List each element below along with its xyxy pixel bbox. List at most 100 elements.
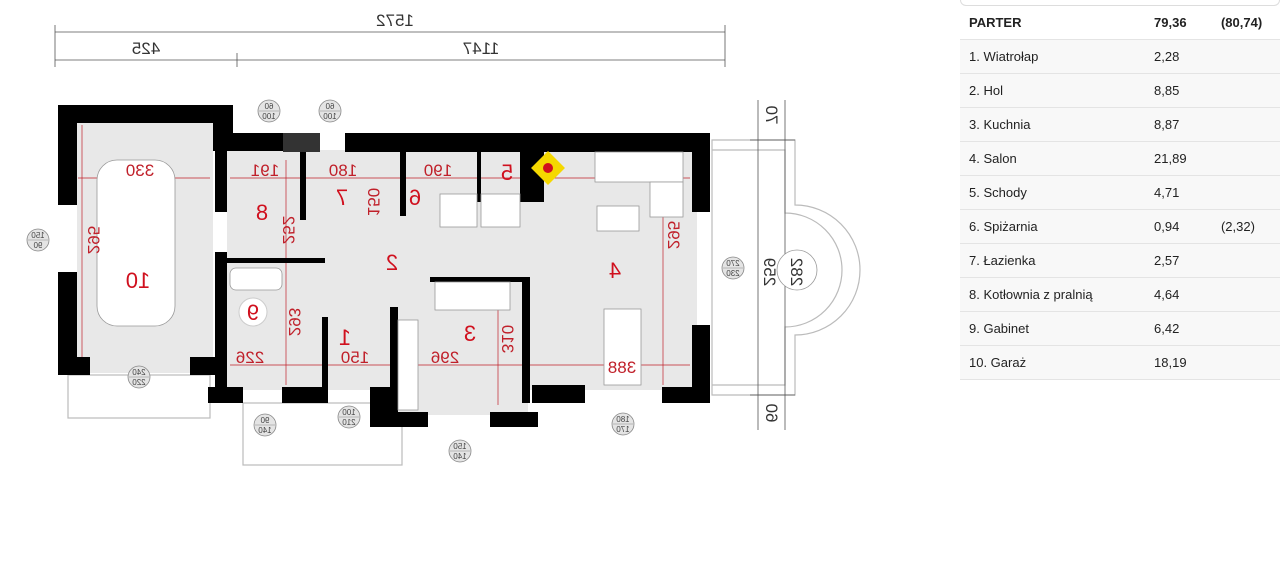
cell-name: 5. Schody bbox=[969, 185, 1027, 200]
dim-label: 295 bbox=[84, 226, 103, 254]
dim-label: 310 bbox=[498, 325, 517, 353]
cell-name: 10. Garaż bbox=[969, 355, 1027, 370]
cell-area: 8,85 bbox=[1154, 83, 1180, 98]
table-header: PARTER 79,36 (80,74) bbox=[960, 6, 1280, 40]
opening-bottom: 100 bbox=[262, 112, 276, 121]
dimension-labels: 1572 425 1147 330 295 191 180 190 150 25… bbox=[84, 11, 806, 422]
cell-area: 2,57 bbox=[1154, 253, 1180, 268]
table-row: 3. Kuchnia 8,87 bbox=[960, 108, 1280, 142]
dim-label: 150 bbox=[364, 188, 383, 216]
opening-bottom: 140 bbox=[453, 452, 467, 461]
cell-area: 2,28 bbox=[1154, 49, 1180, 64]
cell-name: 2. Hol bbox=[969, 83, 1003, 98]
cell-area2: (2,32) bbox=[1220, 219, 1255, 234]
table-row: 9. Gabinet 6,42 bbox=[960, 312, 1280, 346]
cell-name: 9. Gabinet bbox=[969, 321, 1029, 336]
floor-plan: 1572 425 1147 330 295 191 180 190 150 25… bbox=[26, 11, 861, 466]
header-area2: (80,74) bbox=[1220, 15, 1263, 30]
dim-label: 282 bbox=[787, 258, 806, 286]
round-table-icon bbox=[776, 249, 818, 291]
room-3: 3 bbox=[464, 321, 476, 346]
cell-name: 6. Spiżarnia bbox=[969, 219, 1038, 234]
table-row: 10. Garaż 18,19 bbox=[960, 346, 1280, 380]
room-4: 4 bbox=[609, 258, 621, 283]
cell-name: 7. Łazienka bbox=[969, 253, 1036, 268]
dim-label: 60 bbox=[762, 404, 781, 423]
fireplace-icon bbox=[531, 151, 565, 185]
dim-label: 296 bbox=[431, 348, 459, 367]
opening-bottom: 210 bbox=[342, 418, 356, 427]
table-row: 6. Spiżarnia 0,94 (2,32) bbox=[960, 210, 1280, 244]
opening-top: 240 bbox=[132, 368, 146, 377]
opening-top: 60 bbox=[264, 102, 273, 111]
table-row: 2. Hol 8,85 bbox=[960, 74, 1280, 108]
opening-top: 180 bbox=[616, 415, 630, 424]
coffee-table-icon bbox=[596, 205, 640, 232]
cell-area: 0,94 bbox=[1154, 219, 1180, 234]
room-7: 7 bbox=[336, 185, 348, 210]
dim-label: 70 bbox=[762, 106, 781, 125]
room-numbers: 1 2 3 4 5 6 7 8 9 10 bbox=[126, 160, 621, 350]
opening-markers: 6010060100150902402209014010021015014018… bbox=[26, 99, 745, 463]
dim-label: 252 bbox=[279, 216, 298, 244]
dim-label: 295 bbox=[664, 221, 683, 249]
dim-label: 180 bbox=[329, 161, 357, 180]
opening-bottom: 90 bbox=[33, 241, 42, 250]
cell-name: 1. Wiatrołap bbox=[969, 49, 1039, 64]
opening-bottom: 100 bbox=[323, 112, 337, 121]
cell-area: 8,87 bbox=[1154, 117, 1180, 132]
cell-name: 3. Kuchnia bbox=[969, 117, 1031, 132]
opening-bottom: 140 bbox=[258, 426, 272, 435]
furniture bbox=[96, 151, 818, 411]
opening-bottom: 170 bbox=[616, 425, 630, 434]
cell-area: 21,89 bbox=[1154, 151, 1187, 166]
room-2: 2 bbox=[386, 250, 398, 275]
dim-total: 1572 bbox=[376, 11, 414, 30]
opening-top: 60 bbox=[325, 102, 334, 111]
cell-name: 4. Salon bbox=[969, 151, 1017, 166]
cell-area: 4,64 bbox=[1154, 287, 1180, 302]
dim-label: 388 bbox=[608, 358, 636, 377]
header-area: 79,36 bbox=[1154, 15, 1187, 30]
dim-left: 425 bbox=[132, 39, 160, 58]
room-6: 6 bbox=[409, 185, 421, 210]
dim-label: 191 bbox=[251, 161, 279, 180]
bed-icon bbox=[229, 267, 283, 291]
room-10: 10 bbox=[126, 268, 150, 293]
room-8: 8 bbox=[256, 200, 268, 225]
opening-top: 150 bbox=[31, 231, 45, 240]
area-table: PARTER 79,36 (80,74) 1. Wiatrołap 2,28 2. … bbox=[960, 0, 1280, 380]
opening-top: 100 bbox=[342, 408, 356, 417]
opening-bottom: 230 bbox=[726, 269, 740, 278]
cell-area: 6,42 bbox=[1154, 321, 1180, 336]
walls bbox=[58, 105, 710, 427]
cell-name: 8. Kotłownia z pralnią bbox=[969, 287, 1093, 302]
opening-top: 270 bbox=[726, 259, 740, 268]
car-icon bbox=[96, 159, 176, 327]
dim-label: 226 bbox=[236, 348, 264, 367]
opening-bottom: 220 bbox=[132, 378, 146, 387]
dim-right: 1147 bbox=[463, 39, 500, 58]
dim-label: 330 bbox=[126, 161, 154, 180]
dim-label: 190 bbox=[424, 161, 452, 180]
opening-top: 90 bbox=[260, 416, 269, 425]
dim-label: 150 bbox=[341, 348, 369, 367]
room-9: 9 bbox=[247, 300, 259, 325]
header-name: PARTER bbox=[969, 15, 1022, 30]
opening-top: 150 bbox=[453, 442, 467, 451]
dim-label: 259 bbox=[760, 258, 779, 286]
room-5: 5 bbox=[501, 160, 513, 185]
room-1: 1 bbox=[339, 325, 351, 350]
table-row: 1. Wiatrołap 2,28 bbox=[960, 40, 1280, 74]
cell-area: 18,19 bbox=[1154, 355, 1187, 370]
table-row: 7. Łazienka 2,57 bbox=[960, 244, 1280, 278]
dining-table-icon bbox=[603, 308, 642, 386]
